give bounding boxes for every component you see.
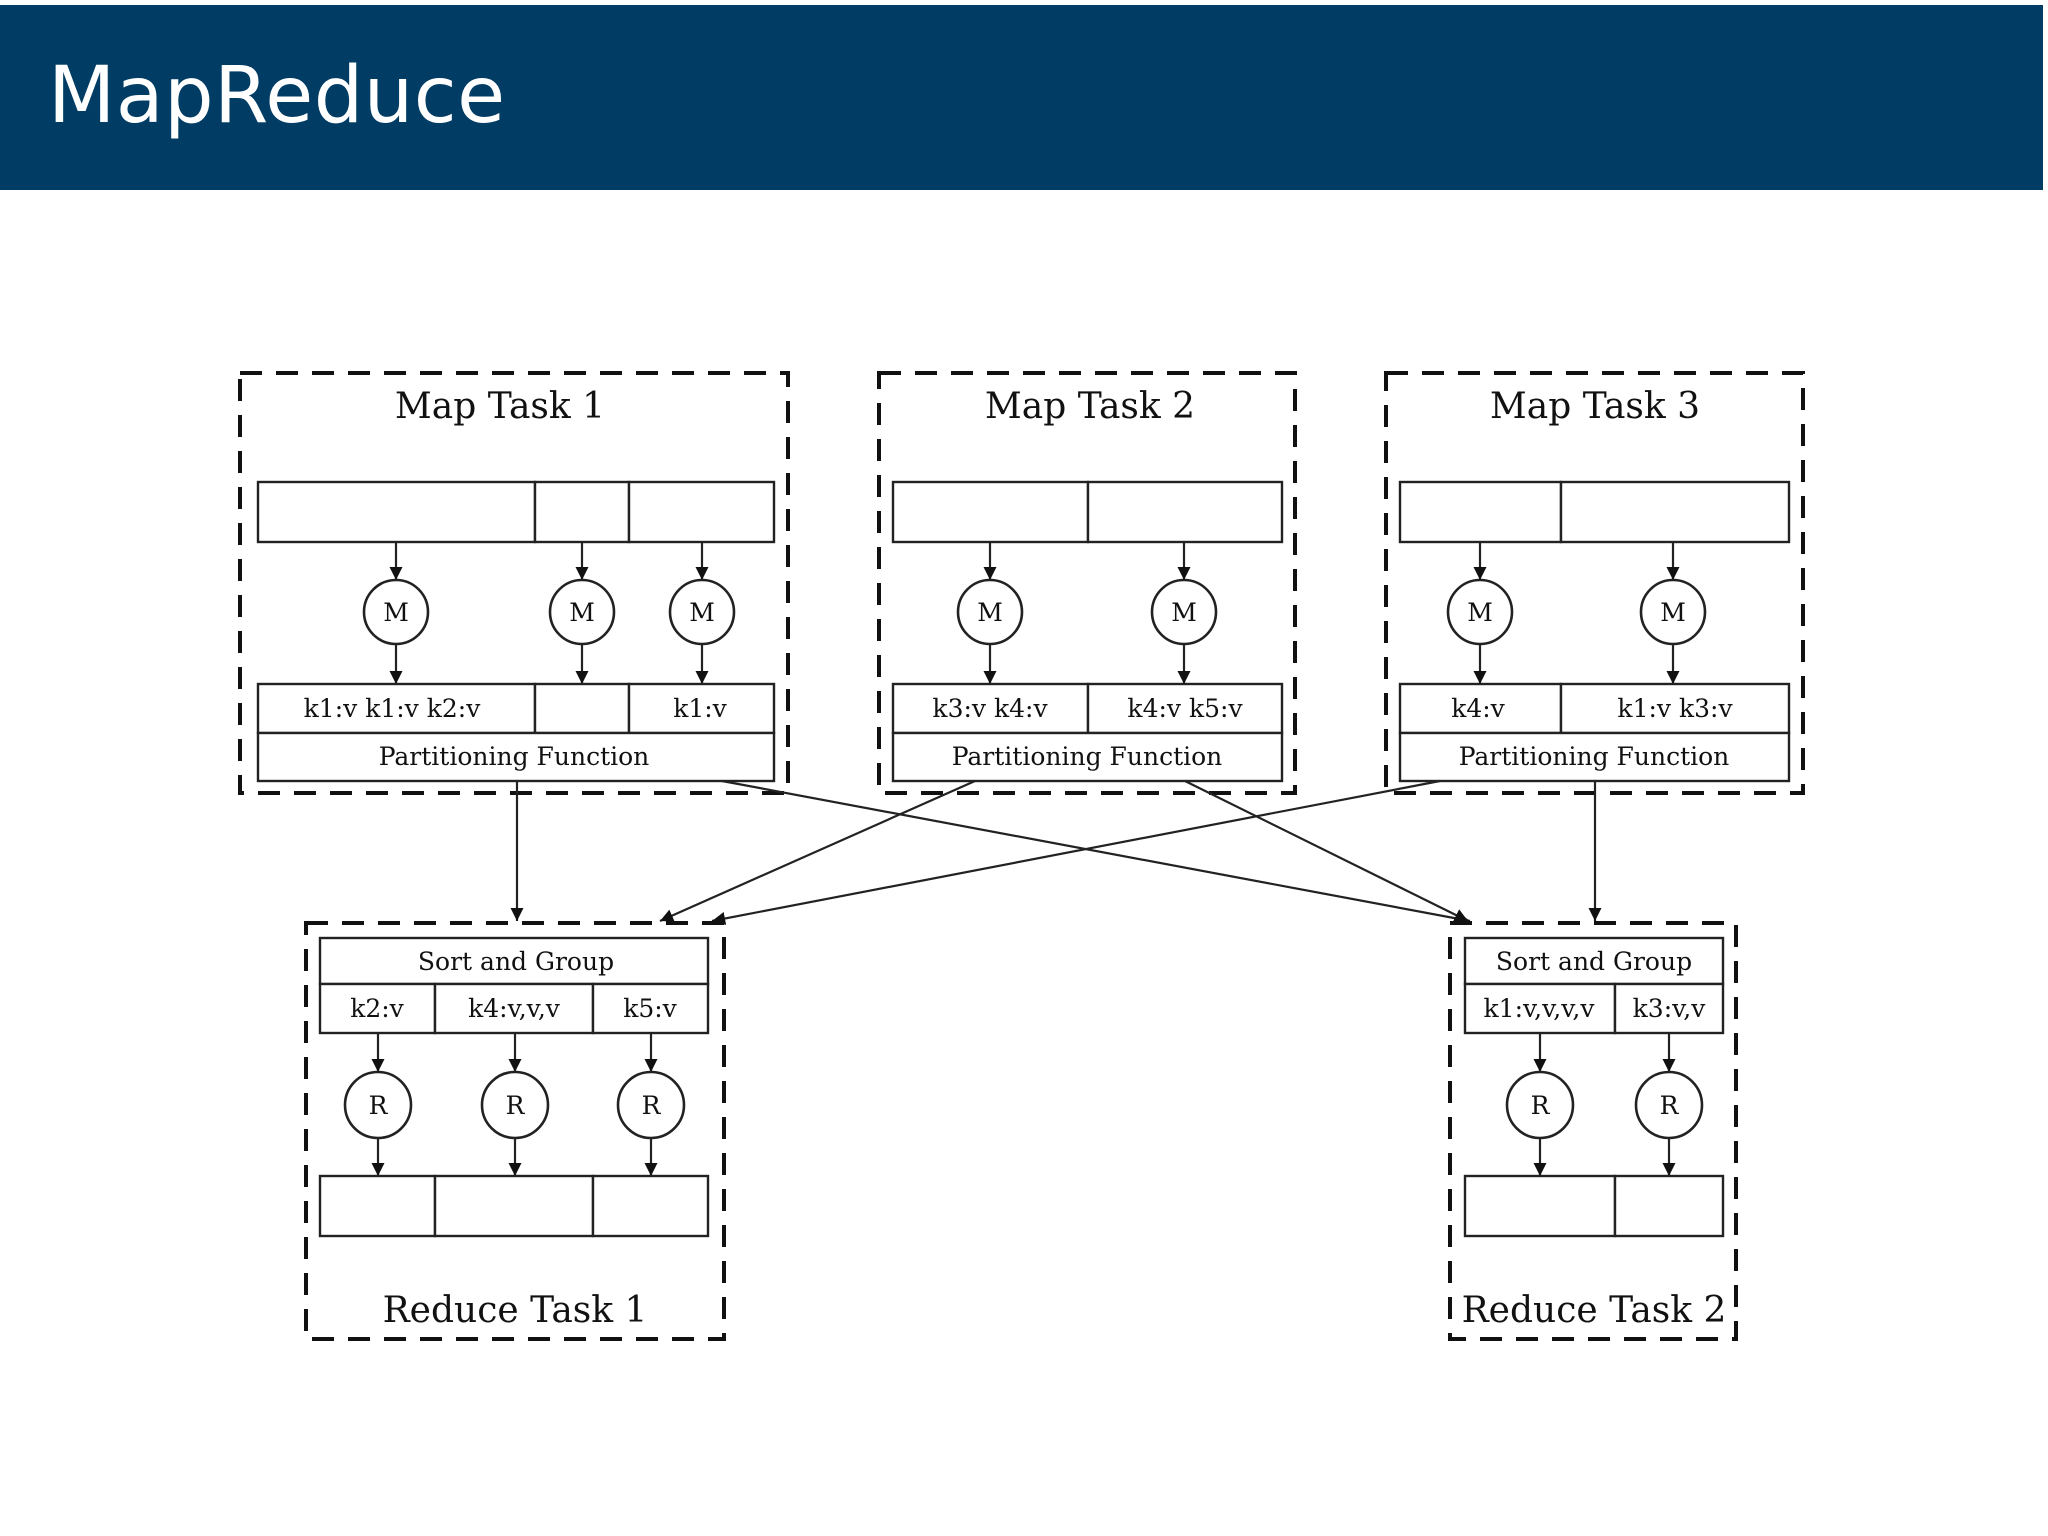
reducer-node: R xyxy=(480,1070,550,1140)
group-cell xyxy=(433,982,595,1035)
map-task-1-title: Map Task 1 xyxy=(395,386,605,427)
map-task-1-outputs: k1:v k1:v k2:v k1:v xyxy=(256,682,776,735)
map-task-2-border xyxy=(877,371,1297,795)
mapper-label: M xyxy=(1467,598,1493,627)
shuffle-arrow xyxy=(711,779,1441,925)
input-split-cell xyxy=(256,480,537,544)
reduce-output-cell xyxy=(1463,1174,1617,1238)
input-split-cell xyxy=(627,480,776,544)
mapper-node: M xyxy=(956,578,1024,646)
reduce-task-2-border xyxy=(1448,921,1738,1341)
partitioning-function-label: Partitioning Function xyxy=(1459,742,1730,771)
mapper-label: M xyxy=(1660,598,1686,627)
group-cell xyxy=(1613,982,1725,1035)
reduce-task-2: Sort and Group k1:v,v,v,v k3:v,v R R Red… xyxy=(1448,921,1738,1341)
map-output-cell xyxy=(1559,682,1791,735)
reduce-task-1-title: Reduce Task 1 xyxy=(383,1290,648,1331)
partitioning-function-box xyxy=(891,731,1284,783)
input-split-cell xyxy=(1559,480,1791,544)
map-output-label: k3:v k4:v xyxy=(932,694,1048,723)
slide-title: MapReduce xyxy=(48,51,506,141)
reduce-task-1-border xyxy=(304,921,726,1341)
sort-and-group-label: Sort and Group xyxy=(418,947,614,976)
shuffle-arrows xyxy=(510,779,1602,926)
map-task-3-outputs: k4:v k1:v k3:v xyxy=(1398,682,1791,735)
reduce-task-1: Sort and Group k2:v k4:v,v,v k5:v R R R xyxy=(304,921,726,1341)
map-output-cell xyxy=(533,682,631,735)
group-label: k1:v,v,v,v xyxy=(1484,994,1596,1023)
map-output-cell xyxy=(1398,682,1563,735)
reducer-node: R xyxy=(343,1070,413,1140)
map-task-1-border xyxy=(238,371,790,795)
reducer-label: R xyxy=(1660,1091,1680,1120)
map-task-3: Map Task 3 M M k4:v k1:v k3:v Partitioni… xyxy=(1384,371,1805,795)
map-task-2-title: Map Task 2 xyxy=(985,386,1195,427)
map-output-label: k1:v xyxy=(673,694,727,723)
mapper-label: M xyxy=(383,598,409,627)
map-task-1: Map Task 1 M M M k1:v k1:v k2:v xyxy=(238,371,790,795)
map-task-2: Map Task 2 M M k3:v k4:v k4:v k5:v Parti… xyxy=(877,371,1297,795)
partitioning-function-box xyxy=(1398,731,1791,783)
sort-and-group-box xyxy=(1463,936,1725,986)
map-task-2-outputs: k3:v k4:v k4:v k5:v xyxy=(891,682,1284,735)
reducer-label: R xyxy=(1531,1091,1551,1120)
title-bar: MapReduce xyxy=(0,5,2043,190)
map-output-label: k4:v xyxy=(1451,694,1505,723)
partitioning-function-label: Partitioning Function xyxy=(379,742,650,771)
map-output-label: k1:v k1:v k2:v xyxy=(304,694,482,723)
mapper-node: M xyxy=(1639,578,1707,646)
mapper-node: M xyxy=(548,578,616,646)
reduce-task-2-title: Reduce Task 2 xyxy=(1462,1290,1727,1331)
group-label: k2:v xyxy=(350,994,404,1023)
input-split-cell xyxy=(1086,480,1284,544)
reducer-label: R xyxy=(369,1091,389,1120)
group-label: k5:v xyxy=(623,994,677,1023)
input-split-cell xyxy=(891,480,1090,544)
group-label: k3:v,v xyxy=(1633,994,1707,1023)
reduce-task-1-groups: k2:v k4:v,v,v k5:v xyxy=(318,982,710,1035)
map-task-3-input-splits xyxy=(1398,480,1791,544)
map-task-2-input-splits xyxy=(891,480,1284,544)
mapper-label: M xyxy=(689,598,715,627)
reduce-task-1-outputs xyxy=(318,1174,710,1238)
sort-and-group-label: Sort and Group xyxy=(1496,947,1692,976)
shuffle-arrow xyxy=(721,779,1471,926)
mapper-label: M xyxy=(1171,598,1197,627)
mapper-node: M xyxy=(1446,578,1514,646)
mapper-node: M xyxy=(668,578,736,646)
partitioning-function-label: Partitioning Function xyxy=(952,742,1223,771)
reduce-output-cell xyxy=(318,1174,437,1238)
reduce-output-cell xyxy=(433,1174,595,1238)
reducer-node: R xyxy=(616,1070,686,1140)
map-task-1-input-splits xyxy=(256,480,776,544)
map-output-cell xyxy=(1086,682,1284,735)
reducer-node: R xyxy=(1505,1070,1575,1140)
map-output-label: k4:v k5:v xyxy=(1127,694,1243,723)
reducer-label: R xyxy=(642,1091,662,1120)
mapper-node: M xyxy=(1150,578,1218,646)
group-label: k4:v,v,v xyxy=(468,994,561,1023)
reducer-label: R xyxy=(506,1091,526,1120)
mapper-label: M xyxy=(569,598,595,627)
reduce-task-2-outputs xyxy=(1463,1174,1725,1238)
sort-and-group-box xyxy=(318,936,710,986)
shuffle-arrow xyxy=(659,779,976,923)
group-cell xyxy=(1463,982,1617,1035)
shuffle-arrow xyxy=(1184,780,1469,922)
input-split-cell xyxy=(533,480,631,544)
group-cell xyxy=(318,982,437,1035)
map-task-3-title: Map Task 3 xyxy=(1490,386,1700,427)
reduce-output-cell xyxy=(591,1174,710,1238)
mapper-label: M xyxy=(977,598,1003,627)
mapper-node: M xyxy=(362,578,430,646)
map-output-label: k1:v k3:v xyxy=(1617,694,1733,723)
reducer-node: R xyxy=(1634,1070,1704,1140)
input-split-cell xyxy=(1398,480,1563,544)
reduce-output-cell xyxy=(1613,1174,1725,1238)
reduce-task-2-groups: k1:v,v,v,v k3:v,v xyxy=(1463,982,1725,1035)
